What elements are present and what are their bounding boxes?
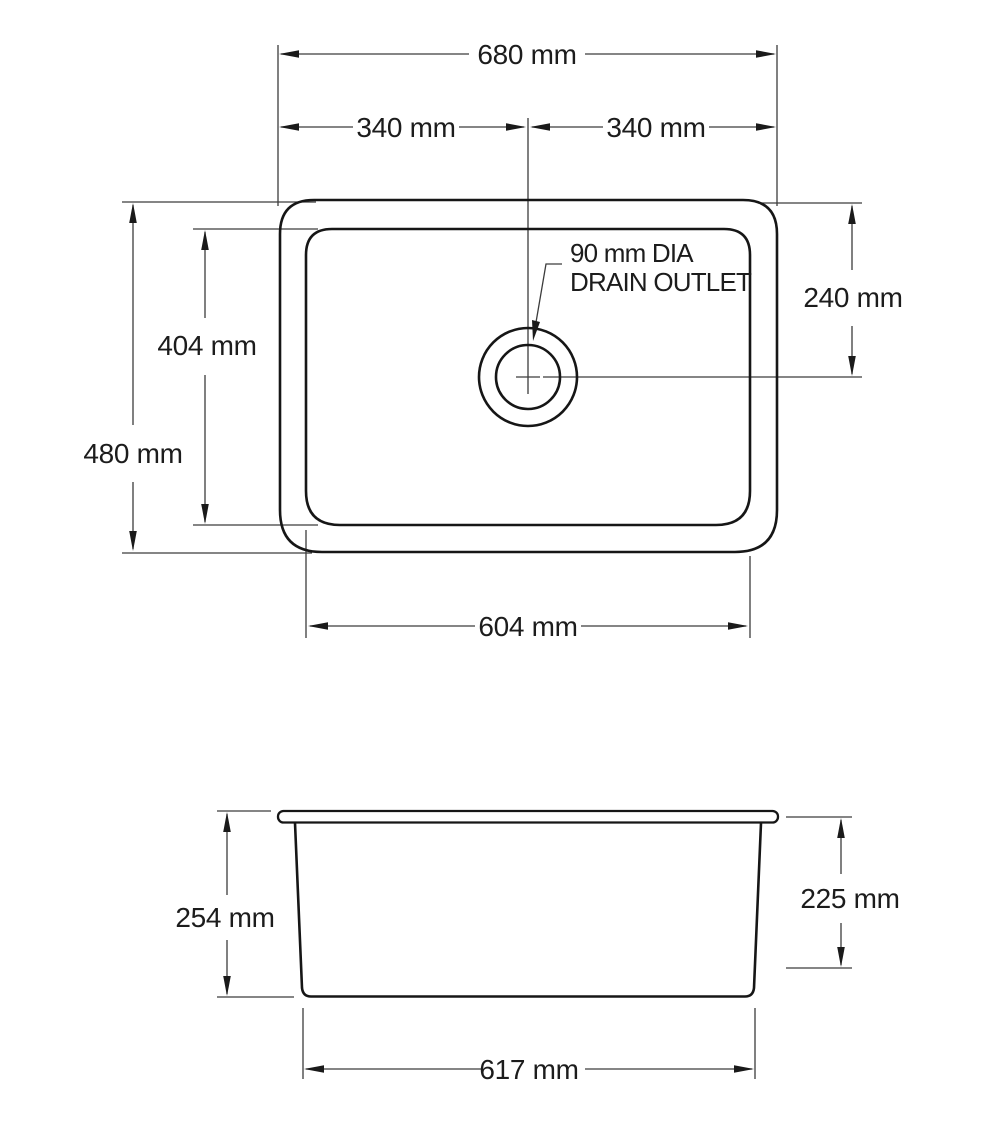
dimension-overall-length: 480 mm (83, 203, 183, 551)
arrowhead-right (734, 1065, 754, 1073)
dim-label-overall-length: 480 mm (83, 438, 182, 469)
dimension-center-left: 340 mm (279, 112, 526, 143)
sink-outer-rim-outline (278, 198, 779, 554)
drain-recess-circle (477, 326, 579, 428)
side-view-extension-lines (217, 810, 852, 1079)
arrowhead-down (223, 976, 231, 996)
dimension-overall-width: 680 mm (279, 39, 776, 70)
dimension-drain-from-top: 240 mm (803, 204, 903, 376)
sink-rim-profile (276, 809, 780, 824)
leader-line (533, 263, 562, 335)
sink-body-profile (293, 821, 763, 998)
arrowhead-down (837, 947, 845, 967)
drain-callout: 90 mm DIA DRAIN OUTLET (532, 238, 753, 341)
arrowhead-up (848, 204, 856, 224)
dim-label-center-right: 340 mm (606, 112, 705, 143)
sink-profile-outline (276, 809, 780, 998)
arrowhead-left (308, 622, 328, 630)
top-view-extension-lines (122, 45, 862, 638)
arrowhead-up (223, 812, 231, 832)
drain-outlet-circle (494, 343, 562, 411)
arrowhead-right (506, 123, 526, 131)
dim-label-base-width: 617 mm (479, 1054, 578, 1085)
dim-label-drain-from-top: 240 mm (803, 282, 902, 313)
dim-label-overall-width: 680 mm (477, 39, 576, 70)
arrowhead-up (129, 203, 137, 223)
arrowhead-down (129, 531, 137, 551)
arrowhead-right (756, 123, 776, 131)
dim-label-inner-depth: 225 mm (800, 883, 899, 914)
dim-label-center-left: 340 mm (356, 112, 455, 143)
arrowhead-left (279, 50, 299, 58)
dimension-base-width: 617 mm (304, 1054, 754, 1085)
leader-arrowhead (532, 320, 540, 341)
top-view: 680 mm 340 mm 340 mm 404 mm (83, 39, 903, 642)
dimension-inner-depth: 225 mm (800, 818, 900, 967)
arrowhead-up (837, 818, 845, 838)
dimension-inner-width: 604 mm (308, 611, 748, 642)
arrowhead-right (728, 622, 748, 630)
arrowhead-down (201, 504, 209, 524)
drain-note-line1: 90 mm DIA (570, 238, 694, 268)
sink-bowl-inner-outline (304, 227, 752, 527)
drain-note-line2: DRAIN OUTLET (570, 267, 752, 297)
dimension-inner-length: 404 mm (157, 230, 257, 524)
dim-label-inner-length: 404 mm (157, 330, 256, 361)
arrowhead-right (756, 50, 776, 58)
side-view: 254 mm 225 mm 617 mm (175, 809, 900, 1085)
dimension-overall-depth: 254 mm (175, 812, 275, 996)
arrowhead-left (530, 123, 550, 131)
sink-plan-outline (278, 198, 779, 554)
dim-label-inner-width: 604 mm (478, 611, 577, 642)
arrowhead-left (304, 1065, 324, 1073)
arrowhead-up (201, 230, 209, 250)
arrowhead-left (279, 123, 299, 131)
dim-label-overall-depth: 254 mm (175, 902, 274, 933)
dimension-center-right: 340 mm (530, 112, 776, 143)
arrowhead-down (848, 356, 856, 376)
